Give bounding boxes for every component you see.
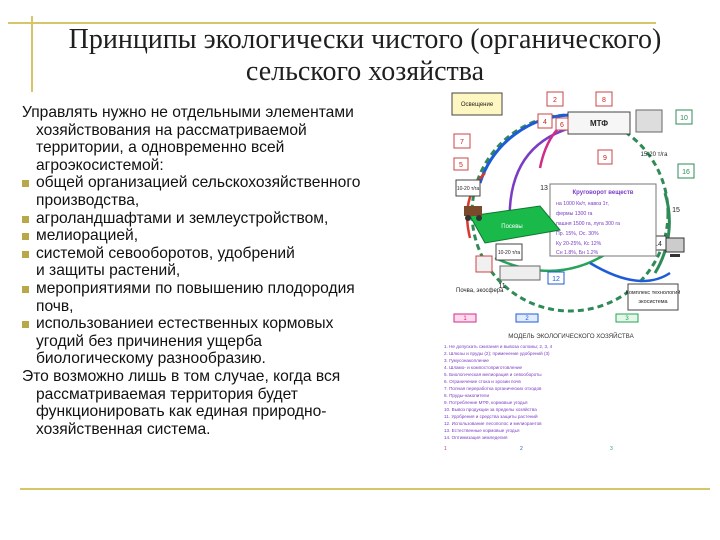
box-top-left: Освещение [451,92,503,116]
bullet-item: использованиеи естественных кормовых уго… [22,315,442,368]
green-field: Посевы [469,205,561,244]
closing-line-3: функционировать как единая природно- [36,403,327,421]
lead-line-1: Управлять нужно не отдельными элементами [22,104,354,121]
bottom-labels: Почва, экосфера Комплекс технологий экос… [456,283,681,311]
bullet-item: мелиорацией, [22,227,442,245]
svg-text:10: 10 [680,115,688,122]
svg-text:на 1000 Кк/т, навоз 1т,: на 1000 Кк/т, навоз 1т, [556,201,609,207]
slide-title: Принципы экологически чистого (органичес… [68,24,662,87]
svg-text:10-20 т/га: 10-20 т/га [457,186,480,192]
closing-line-2: рассматриваемая территория будет [36,385,298,403]
decorative-bottom-line [20,488,710,490]
svg-text:Ку 20-25%, Кс 12%: Ку 20-25%, Кс 12% [556,241,602,247]
svg-text:4. Шламо- и компостоприготовле: 4. Шламо- и компостоприготовление [444,365,523,370]
svg-text:5. Биологическая мелиорация и: 5. Биологическая мелиорация и севооборот… [444,372,542,377]
svg-text:Почва, экосфера: Почва, экосфера [456,288,504,294]
svg-text:1. Не допускать сжигания и выв: 1. Не допускать сжигания и вывоза соломы… [444,344,553,349]
svg-text:1: 1 [463,316,467,322]
decorative-vertical-line [31,16,33,92]
lead-line-3: территории, а одновременно всей [36,139,285,157]
svg-text:16: 16 [682,169,690,176]
svg-text:6. Ограничение стока и эрозии: 6. Ограничение стока и эрозии почв [444,379,521,384]
svg-text:8. Пруды-накопители: 8. Пруды-накопители [444,393,489,398]
svg-text:6: 6 [560,122,564,129]
svg-text:2: 2 [520,446,523,452]
svg-text:2: 2 [553,97,557,104]
closing-line-4: хозяйственная система. [36,420,211,438]
bullet-item: системой севооборотов, удобрений и защит… [22,245,442,280]
agroecosystem-diagram: Освещение 2 8 МТФ 4 6 9 7 5 10 16 14 12 … [451,91,695,323]
svg-text:14: 14 [654,241,662,248]
body-text: Управлять нужно не отдельными элементами… [22,104,442,438]
svg-text:3: 3 [625,316,629,322]
small-box-2: 2 [546,91,564,107]
lead-line-4: агроэкосистемой: [36,156,164,174]
svg-text:11. Удобрения и средства защит: 11. Удобрения и средства защиты растений [444,413,538,419]
svg-text:12. Использование лесополос и: 12. Использование лесополос и мелиоранто… [444,421,542,426]
svg-text:9. Потребление МТФ, кормовые у: 9. Потребление МТФ, кормовые угодья [444,400,528,405]
svg-text:8: 8 [602,97,606,104]
svg-text:Круговорот веществ: Круговорот веществ [573,190,634,196]
bottom-legend-chips: 1 2 3 [453,313,639,323]
svg-text:фермы 1300 га: фермы 1300 га [556,211,593,217]
svg-text:12: 12 [552,276,560,283]
svg-text:Посевы: Посевы [501,224,523,230]
computer-icon [665,237,685,257]
bullet-icon [22,215,29,223]
diagram-legend: МОДЕЛЬ ЭКОЛОГИЧЕСКОГО ХОЗЯЙСТВА 1. Не до… [444,332,635,452]
svg-text:5: 5 [459,162,463,169]
bullet-icon [22,321,29,329]
svg-text:1: 1 [444,446,447,452]
svg-text:9: 9 [603,155,607,162]
svg-text:10. Вывоз продукции за пределы: 10. Вывоз продукции за пределы хозяйства [444,406,537,412]
tractor-icon [464,206,482,221]
svg-text:Сн 1.8%, Бн 1.2%: Сн 1.8%, Бн 1.2% [556,250,599,256]
legend-chips: 1 2 3 [444,446,613,452]
svg-text:пашня 1500 га, луга 300 га: пашня 1500 га, луга 300 га [556,221,620,227]
svg-text:2: 2 [525,316,529,322]
svg-text:МТФ: МТФ [590,119,608,128]
bullet-item: агроландшафтами и землеустройством, [22,210,442,228]
closing-line-1: Это возможно лишь в том случае, когда вс… [22,367,341,385]
svg-text:15: 15 [672,207,680,214]
svg-text:Освещение: Освещение [461,102,494,108]
bullet-icon [22,180,29,188]
svg-text:14. Оптимизация земледелия: 14. Оптимизация земледелия [444,435,508,440]
bullet-item: общей организацией сельскохозяйственного… [22,174,442,209]
svg-text:15-20 т/га: 15-20 т/га [641,152,668,158]
svg-text:10-20 т/га: 10-20 т/га [498,250,521,256]
svg-text:7. Полная переработка органиче: 7. Полная переработка органических отход… [444,386,542,391]
right-small-box: 15-20 т/га [641,152,668,158]
svg-text:экосистема: экосистема [638,299,668,305]
left-small-box: 10-20 т/га [455,179,481,197]
bullet-icon [22,233,29,241]
svg-text:4: 4 [543,119,547,126]
mtf-block: МТФ [567,109,663,135]
bullet-icon [22,250,29,258]
svg-text:13: 13 [540,185,548,192]
left-middle-box: 10-20 т/га [475,243,541,281]
bullet-icon [22,285,29,293]
lead-line-2: хозяйствования на рассматриваемой [36,121,307,139]
svg-text:Пр. 15%, Ос. 30%: Пр. 15%, Ос. 30% [556,231,599,237]
svg-text:7: 7 [460,139,464,146]
svg-text:МОДЕЛЬ ЭКОЛОГИЧЕСКОГО ХОЗЯЙСТВ: МОДЕЛЬ ЭКОЛОГИЧЕСКОГО ХОЗЯЙСТВА [508,332,634,340]
svg-text:11: 11 [498,283,505,290]
small-box-8: 8 [595,91,613,107]
svg-text:13. Естественные кормовые угод: 13. Естественные кормовые угодья [444,428,520,433]
legend-lines: 1. Не допускать сжигания и вывоза соломы… [444,344,553,440]
svg-text:3. Гумусонакопление: 3. Гумусонакопление [444,358,489,363]
svg-text:3: 3 [610,446,613,452]
decorative-top-line [8,22,656,24]
svg-text:2. Шлюзы и пруды (2); применен: 2. Шлюзы и пруды (2); применение удобрен… [444,350,550,356]
bullet-item: мероприятиями по повышению плодородия по… [22,280,442,315]
center-info-box: Круговорот веществ на 1000 Кк/т, навоз 1… [549,183,657,257]
svg-text:Комплекс технологий: Комплекс технологий [626,289,681,296]
